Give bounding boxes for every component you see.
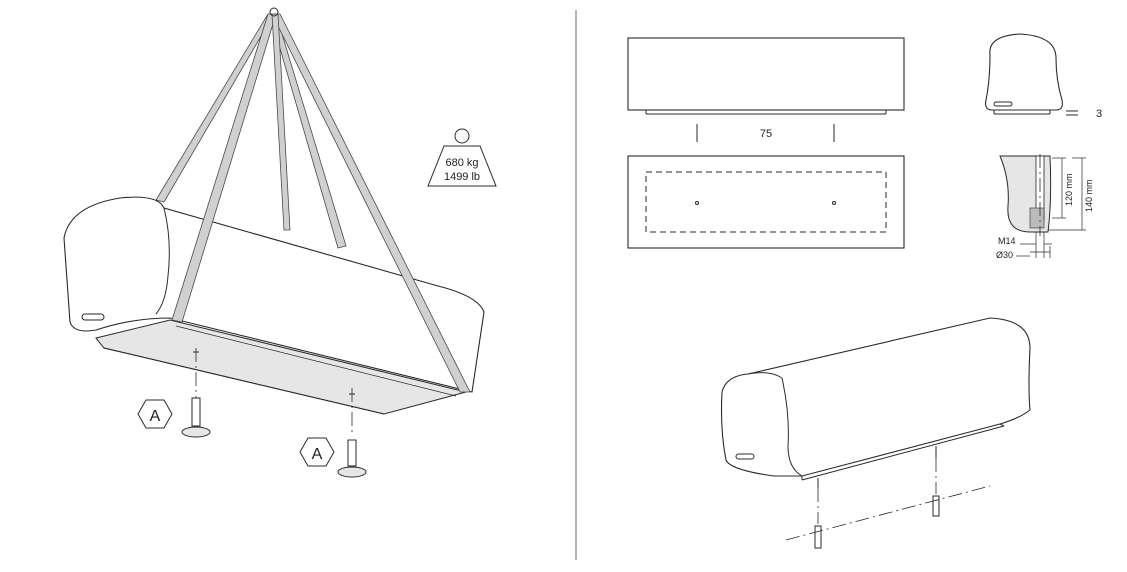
marker-a-2-label: A (312, 446, 323, 463)
hole-diameter-label: Ø30 (996, 250, 1013, 260)
depth-120-label: 120 mm (1064, 173, 1074, 206)
bench-slot (81, 313, 105, 321)
marker-a-1-label: A (150, 408, 161, 425)
weight-icon: 680 kg 1499 lb (427, 128, 497, 187)
thread-label: M14 (998, 236, 1016, 246)
end-view: 3 (985, 33, 1102, 120)
lifting-illustration: 680 kg 1499 lb A A (63, 7, 497, 478)
fixing-pin-1 (181, 397, 211, 438)
lifting-hook (269, 7, 279, 17)
top-view (627, 155, 905, 249)
strap-back-left (155, 13, 275, 203)
fixing-pin-2 (337, 439, 367, 478)
plinth-gap-label: 3 (1096, 108, 1102, 120)
weight-kg: 680 kg (445, 157, 478, 169)
spacing-label: 75 (760, 128, 772, 140)
side-view (627, 37, 905, 115)
ground-axis (785, 485, 991, 541)
bench-end-curve (155, 207, 170, 315)
marker-a-2: A (299, 437, 335, 467)
strap-front-middle (271, 13, 291, 231)
bench-plinth (95, 319, 467, 415)
spacing-dimension: 75 (696, 124, 835, 142)
marker-a-1: A (137, 399, 173, 429)
anchor-section: 120 mm 140 mm M14 Ø30 (996, 154, 1094, 260)
weight-lb: 1499 lb (444, 171, 480, 183)
installed-bench (720, 317, 1031, 549)
depth-140-label: 140 mm (1084, 179, 1094, 212)
